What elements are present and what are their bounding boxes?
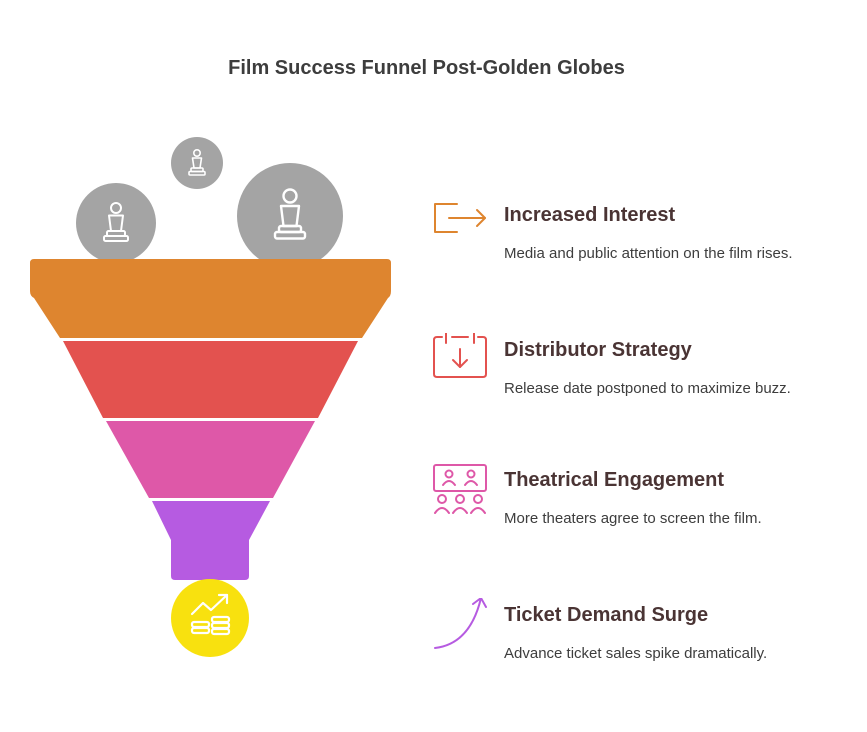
- trophy-icon: [273, 188, 307, 240]
- trophy-bubble-right: [237, 163, 343, 269]
- step-heading: Theatrical Engagement: [504, 469, 725, 491]
- calendar-down-icon: [433, 333, 487, 378]
- funnel-stage-ticket-demand: [152, 501, 270, 580]
- step-heading: Ticket Demand Surge: [504, 604, 709, 626]
- trophy-bubble-small: [171, 137, 223, 189]
- sales-growth-icon: [190, 593, 231, 636]
- step-heading: Increased Interest: [504, 204, 676, 226]
- step-description: Release date postponed to maximize buzz.: [504, 380, 791, 397]
- trophy-icon: [188, 149, 206, 176]
- trophy-bubble-left: [76, 183, 156, 263]
- exit-arrow-icon: [434, 203, 486, 233]
- step-description: More theaters agree to screen the film.: [504, 510, 762, 527]
- step-heading: Distributor Strategy: [504, 339, 692, 361]
- diagram-title: Film Success Funnel Post-Golden Globes: [228, 57, 625, 79]
- funnel-stage-increased-interest: [30, 259, 391, 338]
- outcome-circle: [171, 579, 249, 657]
- step-description: Advance ticket sales spike dramatically.: [504, 645, 768, 662]
- funnel-stage-distributor-strategy: [63, 341, 358, 418]
- funnel-stage-theatrical-engagement: [106, 421, 315, 498]
- curved-up-arrow-icon: [434, 598, 487, 649]
- step-description: Media and public attention on the film r…: [504, 245, 793, 262]
- trophy-icon: [103, 202, 129, 242]
- audience-icon: [433, 464, 487, 514]
